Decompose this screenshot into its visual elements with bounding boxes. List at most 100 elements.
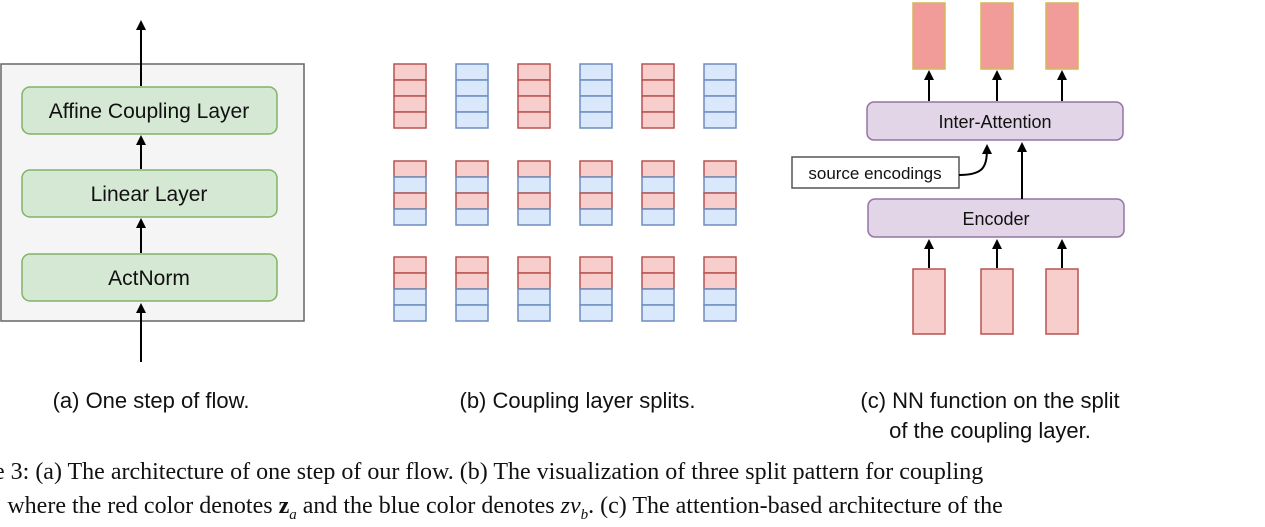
split-cell-red — [455, 272, 489, 290]
caption-panel-c-line2: of the coupling layer. — [889, 418, 1091, 443]
split-cell-red — [393, 111, 427, 129]
symbol-za-sub: a — [289, 506, 297, 523]
linear-layer-box — [21, 169, 278, 218]
split-cell-blue — [455, 208, 489, 226]
split-cell-red — [517, 79, 551, 97]
output-block — [912, 2, 946, 70]
split-cell-blue — [703, 95, 737, 113]
split-cell-red — [517, 111, 551, 129]
split-cell-red — [641, 111, 675, 129]
source-encodings-box — [791, 156, 960, 189]
split-cell-red — [517, 272, 551, 290]
split-cell-red — [517, 160, 551, 178]
split-cell-red — [579, 256, 613, 274]
split-cell-blue — [455, 176, 489, 194]
split-cell-blue — [703, 176, 737, 194]
split-cell-blue — [517, 304, 551, 322]
split-cell-red — [393, 160, 427, 178]
split-cell-blue — [641, 304, 675, 322]
split-cell-red — [641, 272, 675, 290]
split-cell-red — [703, 272, 737, 290]
split-cell-blue — [393, 208, 427, 226]
split-cell-red — [455, 160, 489, 178]
caption-text-2: and the blue color denotes — [296, 493, 561, 519]
inter-attention-box — [866, 101, 1124, 141]
split-cell-blue — [641, 208, 675, 226]
caption-text-1: s, where the red color denotes — [0, 493, 279, 519]
panel-c: Inter-Attention Encoder source encodings — [791, 2, 1125, 335]
symbol-za: z — [278, 493, 290, 519]
split-cell-blue — [579, 208, 613, 226]
caption-panel-b: (b) Coupling layer splits. — [459, 388, 696, 413]
split-cell-blue — [393, 304, 427, 322]
output-block — [980, 2, 1014, 70]
input-blocks — [912, 239, 1079, 335]
split-cell-red — [703, 256, 737, 274]
input-block — [980, 268, 1014, 335]
split-cell-red — [393, 95, 427, 113]
split-cell-blue — [703, 79, 737, 97]
split-cell-red — [517, 95, 551, 113]
inter-attention-label: Inter-Attention — [938, 112, 1051, 132]
affine-coupling-layer-box — [21, 86, 278, 135]
figure-caption-line2: s, where the red color denotes za and th… — [0, 493, 1265, 524]
split-cell-red — [455, 256, 489, 274]
split-cell-red — [393, 272, 427, 290]
panel-a: Affine Coupling Layer Linear Layer ActNo… — [0, 20, 305, 362]
linear-layer-label: Linear Layer — [91, 183, 208, 206]
arrow-source-to-attention — [958, 144, 992, 176]
split-cell-blue — [703, 111, 737, 129]
split-cell-blue — [455, 304, 489, 322]
split-cell-blue — [641, 288, 675, 306]
figure-caption-line1-text: re 3: (a) The architecture of one step o… — [0, 459, 984, 485]
input-block — [912, 268, 946, 335]
encoder-box — [867, 198, 1125, 238]
split-cell-blue — [455, 63, 489, 81]
split-cell-blue — [455, 79, 489, 97]
split-cell-red — [393, 79, 427, 97]
split-cell-red — [641, 95, 675, 113]
caption-panel-c-line1: (c) NN function on the split — [860, 388, 1120, 413]
caption-text-3: . (c) The attention-based architecture o… — [588, 493, 1003, 519]
symbol-zv: zv — [560, 493, 581, 519]
split-cell-red — [517, 256, 551, 274]
split-cell-red — [641, 160, 675, 178]
split-cell-red — [393, 256, 427, 274]
split-cell-blue — [579, 95, 613, 113]
split-cell-red — [517, 192, 551, 210]
split-cell-red — [641, 256, 675, 274]
split-cell-blue — [703, 304, 737, 322]
output-block — [1045, 2, 1079, 70]
caption-panel-a: (a) One step of flow. — [52, 388, 250, 413]
split-cell-red — [393, 63, 427, 81]
split-cell-blue — [393, 288, 427, 306]
source-encodings-label: source encodings — [808, 164, 941, 183]
split-cell-blue — [517, 208, 551, 226]
split-cell-blue — [517, 288, 551, 306]
symbol-zv-sub: b — [580, 506, 589, 523]
output-blocks — [912, 2, 1079, 101]
split-cell-blue — [579, 176, 613, 194]
split-cell-red — [517, 63, 551, 81]
split-cell-red — [579, 272, 613, 290]
split-cell-red — [393, 192, 427, 210]
split-cell-blue — [703, 208, 737, 226]
split-cell-red — [641, 79, 675, 97]
split-cell-red — [579, 160, 613, 178]
split-cell-blue — [579, 304, 613, 322]
split-cell-red — [641, 192, 675, 210]
split-cell-blue — [455, 111, 489, 129]
actnorm-label: ActNorm — [108, 267, 190, 290]
panel-b — [393, 63, 737, 322]
split-cell-blue — [455, 95, 489, 113]
split-cell-blue — [579, 288, 613, 306]
split-cell-blue — [641, 176, 675, 194]
split-cell-blue — [579, 79, 613, 97]
split-cell-blue — [703, 63, 737, 81]
split-cell-red — [703, 160, 737, 178]
split-cell-blue — [393, 176, 427, 194]
split-cell-red — [703, 192, 737, 210]
split-cell-blue — [579, 111, 613, 129]
affine-coupling-layer-label: Affine Coupling Layer — [49, 100, 249, 123]
